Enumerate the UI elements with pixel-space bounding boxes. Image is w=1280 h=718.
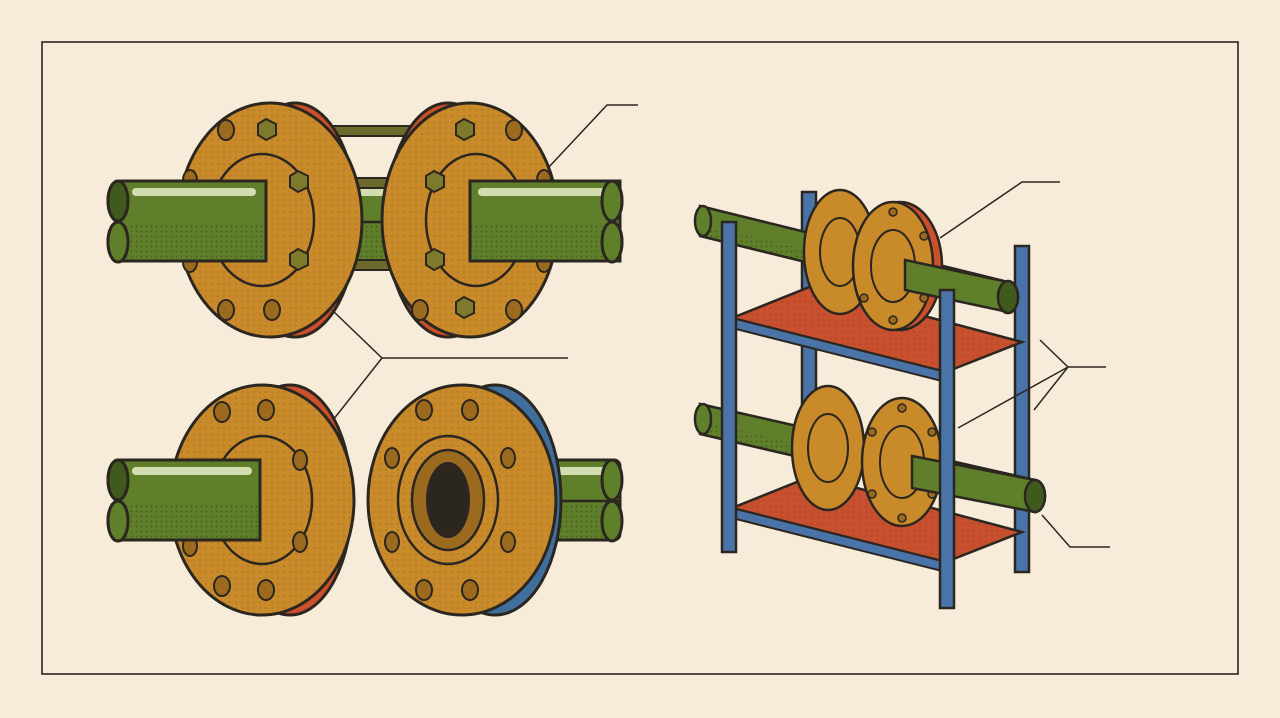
rack-top-flange-pair — [693, 188, 1020, 332]
assembled-flange-joint — [106, 101, 624, 339]
left-flange — [176, 101, 364, 339]
callout-top-right — [547, 104, 638, 169]
storage-rack — [693, 188, 1047, 610]
callout-rack-top — [939, 181, 1060, 239]
callout-rack-mid — [957, 339, 1106, 429]
callout-mid-center — [331, 309, 568, 421]
bolt-hole-icon — [182, 399, 308, 601]
callout-rack-bottom — [1041, 514, 1110, 548]
separated-flange-pair — [106, 383, 624, 617]
frame-border — [41, 41, 1239, 675]
hex-bolt-icon — [257, 117, 309, 272]
hex-bolt-icon — [425, 117, 475, 320]
bolt-hole-icon — [384, 399, 516, 601]
